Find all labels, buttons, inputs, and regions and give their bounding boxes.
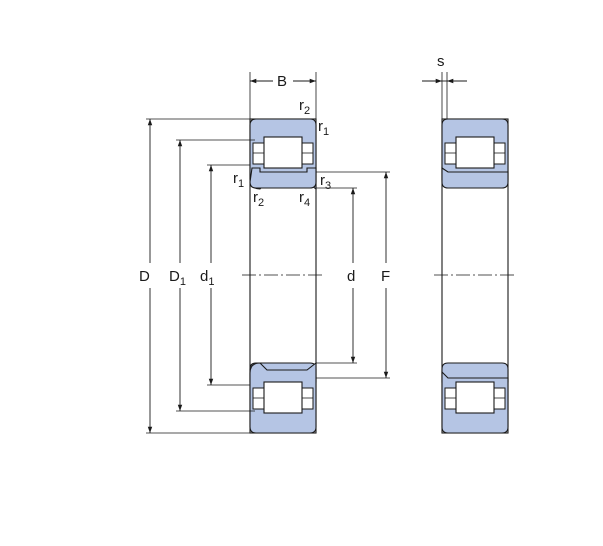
- section-view: [242, 118, 325, 434]
- label-d: d: [347, 268, 355, 285]
- side-roller-bottom: [455, 381, 495, 414]
- label-F: F: [381, 268, 390, 285]
- label-r1-inner: r1: [233, 170, 244, 190]
- label-D: D: [139, 268, 150, 285]
- side-inner-ring-top: [441, 166, 509, 189]
- label-r3: r3: [320, 172, 331, 192]
- label-r1-top: r1: [318, 118, 329, 138]
- label-B: B: [277, 73, 287, 90]
- label-d1: d1: [200, 268, 214, 288]
- roller-top: [263, 136, 303, 169]
- side-roller-top: [455, 136, 495, 169]
- dimension-labels: B s D D1 d1 d F r2 r1 r1 r3 r2 r4: [139, 53, 445, 288]
- inner-ring-top: [249, 167, 317, 189]
- dimension-lines: [146, 72, 467, 434]
- roller-bottom: [263, 381, 303, 414]
- label-r2-bottom: r2: [253, 189, 264, 209]
- label-D1: D1: [169, 268, 186, 288]
- label-r2-top: r2: [299, 97, 310, 117]
- label-r4: r4: [299, 189, 310, 209]
- label-s: s: [437, 53, 445, 70]
- side-view: [434, 118, 516, 434]
